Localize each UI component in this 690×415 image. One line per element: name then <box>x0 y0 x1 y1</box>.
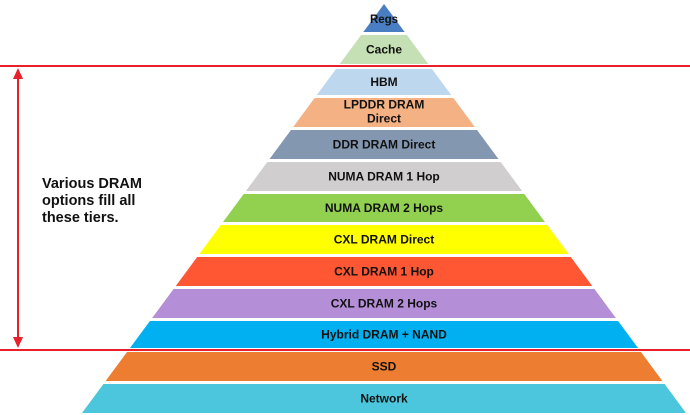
tier-cache <box>339 35 429 64</box>
tier-hbm <box>316 69 452 95</box>
arrow-down-icon <box>13 337 23 348</box>
tier-label-lpddr-dram-direct: LPDDR DRAM <box>344 98 425 112</box>
tier-label-cache: Cache <box>366 43 402 57</box>
annotation-line-2: options fill all <box>42 193 136 209</box>
tier-label-cxl-dram-1-hop: CXL DRAM 1 Hop <box>334 265 434 279</box>
tier-label-ddr-dram-direct: DDR DRAM Direct <box>333 138 436 152</box>
tier-ssd <box>105 352 663 381</box>
dram-annotation: Various DRAM options fill all these tier… <box>42 176 182 227</box>
tier-label-cxl-dram-direct: CXL DRAM Direct <box>334 233 434 247</box>
tier-numa-dram-1-hop <box>245 162 523 191</box>
tier-label-numa-dram-1-hop: NUMA DRAM 1 Hop <box>328 170 440 184</box>
dram-range-arrow <box>13 68 23 348</box>
tier-cxl-dram-2-hops <box>152 289 616 318</box>
tier-cxl-dram-1-hop <box>175 257 593 286</box>
tier-numa-dram-2-hops <box>223 194 545 222</box>
annotation-line-1: Various DRAM <box>42 176 142 192</box>
tier-label-numa-dram-2-hops: NUMA DRAM 2 Hops <box>325 201 444 215</box>
tier-label-cxl-dram-2-hops: CXL DRAM 2 Hops <box>331 297 438 311</box>
tier-label-hybrid-dram-nand: Hybrid DRAM + NAND <box>321 328 447 342</box>
tier-label-network: Network <box>360 392 408 406</box>
tier-ddr-dram-direct <box>269 130 499 159</box>
tier-lpddr-dram-direct <box>293 98 475 127</box>
tier-regs <box>363 4 405 32</box>
tier-label-hbm: HBM <box>370 75 397 89</box>
arrow-up-icon <box>13 68 23 79</box>
tier-network <box>82 384 686 413</box>
tier-hybrid-dram-nand <box>129 321 639 348</box>
tier-label-lpddr-dram-direct: Direct <box>367 112 401 126</box>
annotation-line-3: these tiers. <box>42 210 119 226</box>
tier-label-regs: Regs <box>370 14 398 26</box>
tier-cxl-dram-direct <box>199 225 569 254</box>
tier-label-ssd: SSD <box>372 360 397 374</box>
